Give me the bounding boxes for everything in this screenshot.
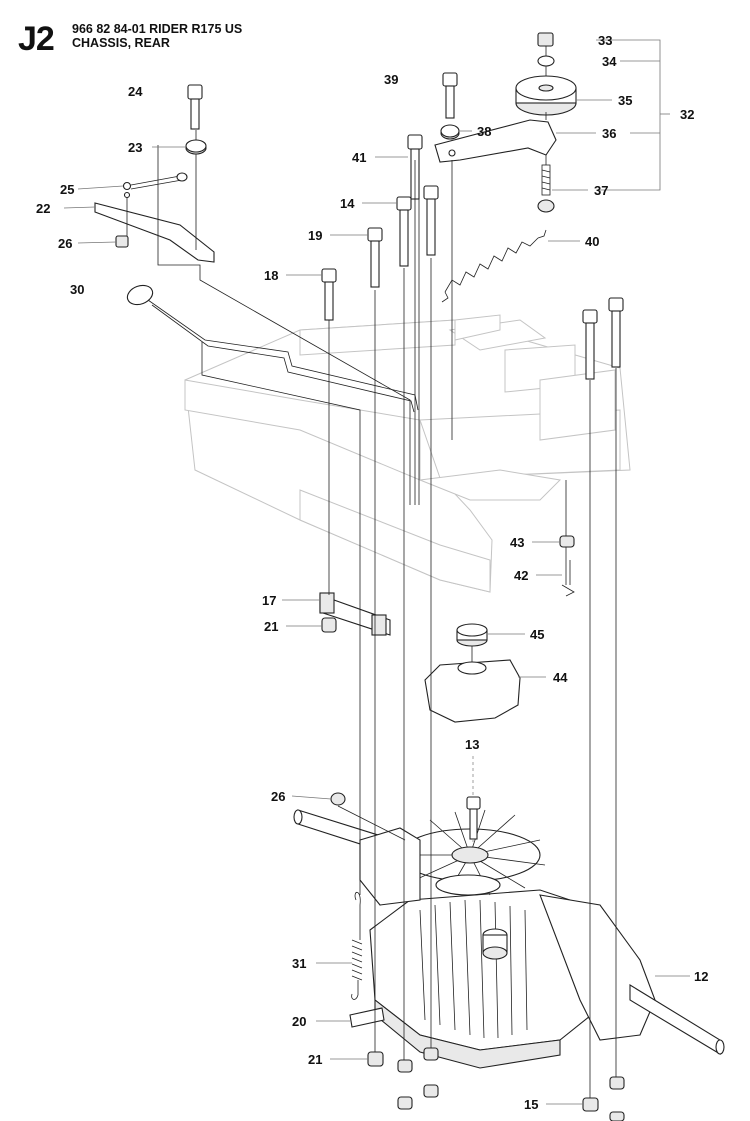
callout-22: 22 <box>36 201 50 216</box>
callout-23: 23 <box>128 140 142 155</box>
part-45-cap <box>456 623 488 647</box>
callout-12: 12 <box>694 969 708 984</box>
part-39-bolt <box>442 72 458 119</box>
callout-30: 30 <box>70 282 84 297</box>
callout-34: 34 <box>602 54 617 69</box>
assembly-lines <box>126 46 617 1098</box>
part-25-ball-joint-rod <box>122 172 188 199</box>
part-42-clip <box>561 560 575 597</box>
part-30-shift-rod <box>126 284 419 413</box>
callout-15: 15 <box>524 1097 538 1112</box>
part-rear-bolt-right <box>608 297 624 368</box>
part-35-pulley <box>515 75 577 116</box>
callout-13: 13 <box>465 737 479 752</box>
part-40-spring <box>441 229 547 303</box>
callout-20: 20 <box>292 1014 306 1029</box>
part-38-washer <box>440 124 460 140</box>
transaxle-assembly <box>293 809 725 1069</box>
model-title: 966 82 84-01 RIDER R175 US <box>72 22 243 36</box>
callout-40: 40 <box>585 234 599 249</box>
callout-21-bottom: 21 <box>308 1052 322 1067</box>
part-31-spring <box>351 891 363 1000</box>
part-24-bolt <box>187 84 203 130</box>
page-code: J2 <box>18 20 55 58</box>
callout-45: 45 <box>530 627 544 642</box>
part-13-bolt <box>466 796 481 840</box>
callout-38: 38 <box>477 124 491 139</box>
callout-42: 42 <box>514 568 528 583</box>
part-21-nut-bottom <box>367 1051 384 1067</box>
part-34-washer <box>537 55 555 67</box>
callout-17: 17 <box>262 593 276 608</box>
callout-39: 39 <box>384 72 398 87</box>
callout-32: 32 <box>680 107 694 122</box>
callout-18: 18 <box>264 268 278 283</box>
part-33-nut <box>537 32 554 47</box>
bottom-nut-b <box>423 1047 439 1098</box>
callout-35: 35 <box>618 93 632 108</box>
part-14b-bolt <box>423 185 439 256</box>
callout-labels: 33 34 32 35 36 37 39 38 24 23 41 25 22 1… <box>36 33 708 1112</box>
part-22-lever-plate <box>94 202 215 263</box>
part-37-spring-bolt <box>537 164 555 213</box>
callout-37: 37 <box>594 183 608 198</box>
part-20-plate <box>349 1007 385 1028</box>
part-18-bolt <box>321 268 337 321</box>
chassis-frame <box>184 314 631 593</box>
part-26-nut-top <box>115 235 129 248</box>
callout-36: 36 <box>602 126 616 141</box>
part-43-nut <box>559 535 575 548</box>
callout-14: 14 <box>340 196 355 211</box>
callout-31: 31 <box>292 956 306 971</box>
callout-26-top: 26 <box>58 236 72 251</box>
callout-25: 25 <box>60 182 74 197</box>
part-21-nut-mid <box>321 617 337 633</box>
part-44-oil-reservoir <box>424 659 521 723</box>
callout-41: 41 <box>352 150 366 165</box>
callout-43: 43 <box>510 535 524 550</box>
part-23-washer <box>185 139 207 155</box>
callout-21-mid: 21 <box>264 619 278 634</box>
part-rear-bolt-left <box>582 309 598 380</box>
callout-24: 24 <box>128 84 143 99</box>
part-15-nut <box>582 1097 599 1112</box>
bottom-nut-c <box>609 1076 625 1121</box>
section-title: CHASSIS, REAR <box>72 36 170 50</box>
bottom-nut-a <box>397 1059 413 1110</box>
callout-26-lower: 26 <box>271 789 285 804</box>
part-26-spacer <box>330 792 346 806</box>
callout-33: 33 <box>598 33 612 48</box>
part-17-bracket <box>319 592 391 636</box>
leader-lines <box>63 39 690 1105</box>
callout-19: 19 <box>308 228 322 243</box>
callout-44: 44 <box>553 670 568 685</box>
part-14-bolt <box>396 196 412 267</box>
part-19-bolt <box>367 227 383 288</box>
